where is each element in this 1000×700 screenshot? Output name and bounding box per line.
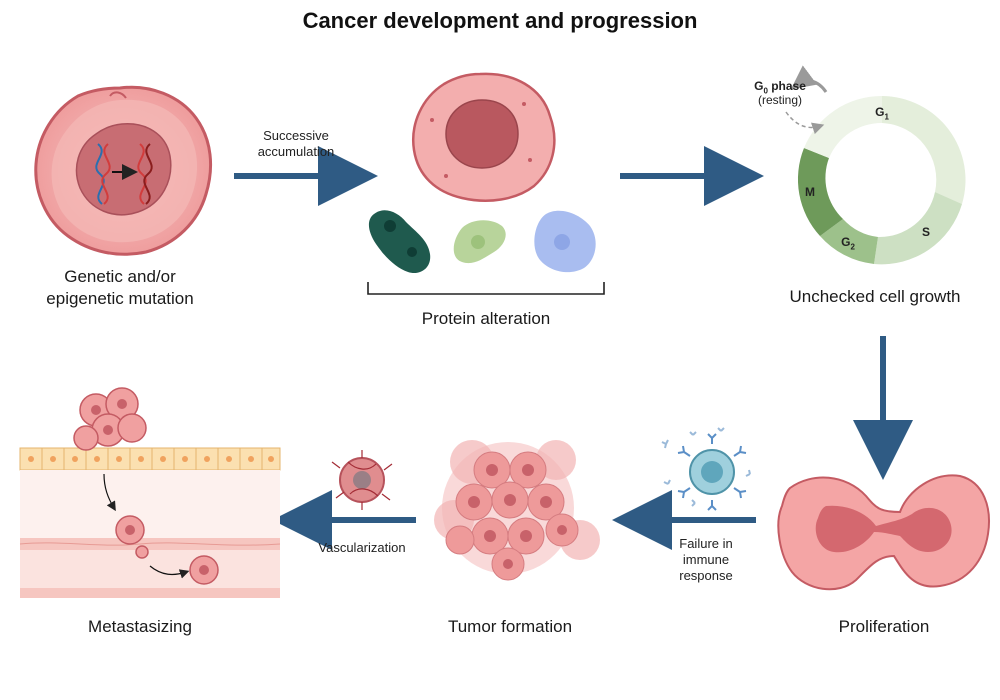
immune-cell-icon — [661, 427, 751, 511]
mutated-cell-icon — [34, 85, 213, 256]
metastasizing-cells-icon — [73, 387, 219, 585]
g1-label: G1 — [875, 105, 889, 122]
stage-label-metastasis: Metastasizing — [88, 617, 192, 636]
arrow-label-accumulation: Successive accumulation — [257, 128, 335, 159]
g2-label: G2 — [841, 235, 855, 252]
cell-cycle-diagram — [785, 65, 966, 265]
dividing-cell-icon — [777, 474, 990, 591]
blood-vessel-diagram — [19, 447, 281, 598]
dark-protein-icon — [368, 210, 431, 274]
m-label: M — [805, 185, 815, 199]
g1-sector — [882, 96, 966, 204]
arrow-label-immune: Failure in immune response — [679, 536, 733, 583]
g1-upper-sector — [804, 95, 882, 158]
tumor-mass-icon — [434, 440, 600, 581]
stage-label-proliferation: Proliferation — [838, 617, 930, 636]
blue-protein-icon — [534, 210, 596, 273]
resting-label: (resting) — [757, 93, 802, 107]
g2-sector — [820, 219, 878, 264]
stage-label-growth: Unchecked cell growth — [789, 287, 961, 306]
stage-label-tumor: Tumor formation — [447, 617, 573, 636]
light-green-protein-icon — [453, 220, 506, 264]
s-sector — [874, 192, 962, 265]
stage-label-protein: Protein alteration — [421, 309, 551, 328]
s-label: S — [921, 225, 930, 239]
m-sector — [797, 148, 843, 236]
stage-label-mutation: Genetic and/or epigenetic mutation — [46, 267, 194, 308]
g0-phase-label: G0 phase — [754, 79, 806, 96]
protein-bracket — [367, 282, 605, 295]
diagram-title: Cancer development and progression — [302, 8, 698, 33]
vascularized-cell-icon — [331, 450, 393, 510]
cell-with-altered-proteins-icon — [412, 72, 556, 202]
arrow-label-vascularization: Vascularization — [318, 540, 406, 555]
